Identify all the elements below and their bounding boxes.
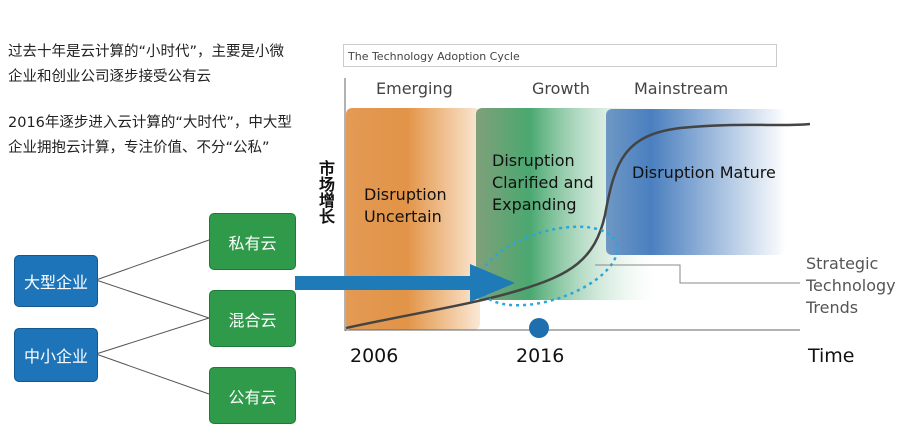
band-mainstream [606, 109, 786, 255]
text: Disruption [492, 151, 575, 170]
connector [95, 353, 210, 395]
arrow [295, 264, 515, 302]
note-line-4: 企业拥抱云计算，专注价值、不分“公私” [8, 140, 270, 156]
band-emerging [346, 108, 480, 330]
callout-line [595, 264, 800, 284]
connector [95, 317, 210, 355]
text: Expanding [492, 195, 577, 214]
text: Strategic [806, 254, 879, 273]
cloud-hybrid: 混合云 [209, 290, 296, 347]
text: Clarified and [492, 173, 594, 192]
adoption-curve [345, 122, 811, 330]
band-label-mature: Disruption Mature [632, 163, 776, 182]
phase-growth: Growth [532, 79, 590, 98]
year-2016: 2016 [516, 345, 565, 367]
enterprise-large: 大型企业 [14, 255, 98, 307]
phase-mainstream: Mainstream [634, 79, 729, 98]
year-2006: 2006 [350, 345, 399, 367]
connector [95, 239, 210, 281]
y-axis-label: 市场增长 [316, 160, 335, 224]
note-line-2: 企业和创业公司逐步接受公有云 [8, 69, 211, 85]
cloud-private: 私有云 [209, 213, 296, 270]
highlight-ellipse [477, 225, 619, 307]
enterprise-sme: 中小企业 [14, 328, 98, 382]
phase-emerging: Emerging [376, 79, 453, 98]
connector [95, 279, 210, 319]
text: Disruption [364, 185, 447, 204]
note-line-3: 2016年逐步进入云计算的“大时代”，中大型 [8, 115, 292, 131]
note-line-1: 过去十年是云计算的“小时代”，主要是小微 [8, 44, 285, 60]
text: Trends [806, 298, 859, 317]
cloud-public: 公有云 [209, 367, 296, 424]
x-axis-label: Time [808, 345, 855, 367]
text: Uncertain [364, 207, 442, 226]
year-marker [529, 318, 549, 338]
text: Technology [806, 276, 896, 295]
chart-title: The Technology Adoption Cycle [343, 44, 777, 67]
